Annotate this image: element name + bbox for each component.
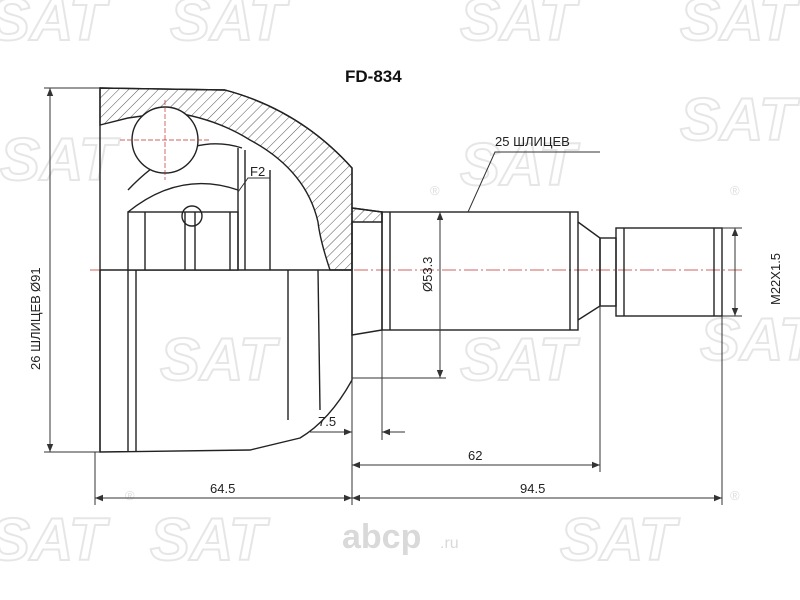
label-62: 62	[468, 448, 482, 463]
leader-f2	[237, 177, 270, 193]
watermark-brand: SAT	[0, 506, 110, 573]
outer-housing	[99, 87, 383, 453]
watermark-brand: SAT	[160, 326, 280, 393]
watermark-brand: SAT	[560, 506, 680, 573]
label-f2: F2	[250, 164, 265, 179]
watermark-brand: SAT	[150, 506, 270, 573]
registered-mark: ®	[730, 183, 740, 198]
part-number-title: FD-834	[345, 67, 402, 86]
watermark-brand: SAT	[680, 86, 800, 153]
splined-shaft	[381, 211, 579, 331]
label-outer-splines: 26 ШЛИЦЕВ	[28, 295, 43, 370]
registered-mark: ®	[125, 488, 135, 503]
label-64-5: 64.5	[210, 481, 235, 496]
site-logo: abcp	[342, 518, 421, 556]
label-outer-diameter: Ø91	[28, 267, 43, 292]
ball-small	[181, 205, 203, 227]
label-94-5: 94.5	[520, 481, 545, 496]
housing-outline	[99, 87, 353, 453]
watermark-brand: SAT	[0, 126, 120, 193]
watermark-brand: SAT	[460, 326, 580, 393]
registered-mark: ®	[730, 488, 740, 503]
shaft-neck	[351, 207, 383, 336]
watermark-brand: SAT	[170, 0, 290, 53]
dimension-lines	[44, 87, 742, 505]
watermark-brand: SAT	[680, 0, 800, 53]
shaft-collar	[599, 237, 617, 307]
shaft-taper	[577, 221, 601, 321]
housing-edge	[317, 269, 321, 411]
label-7-5: 7.5	[318, 414, 336, 429]
site-logo-suffix: .ru	[440, 535, 459, 552]
registered-mark: ®	[430, 183, 440, 198]
stub-shaft	[351, 207, 723, 336]
label-shaft-diameter: Ø53.3	[420, 257, 435, 292]
thread-section	[615, 227, 723, 317]
ball-center-marks	[120, 100, 210, 180]
watermark-brand: SAT	[0, 0, 110, 53]
watermark-brand: SAT	[460, 0, 580, 53]
label-inner-splines: 25 ШЛИЦЕВ	[495, 134, 570, 149]
label-thread: M22X1.5	[768, 253, 783, 305]
cage-arc	[127, 182, 239, 213]
watermark-layer: SAT SAT SAT SAT SAT SAT SAT SAT SAT SAT …	[0, 0, 800, 574]
leader-inner-splines	[467, 151, 600, 213]
